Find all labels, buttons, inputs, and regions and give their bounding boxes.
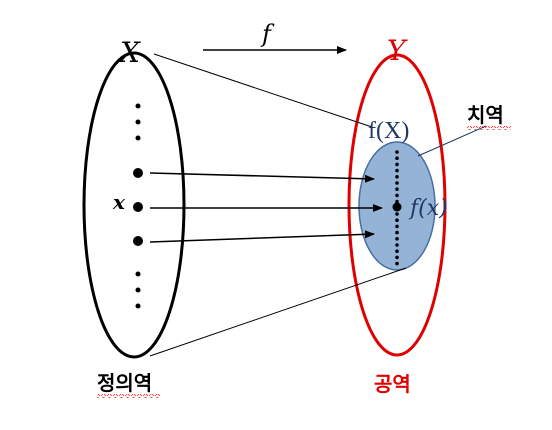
image-element-label: f(x)	[408, 196, 448, 221]
range-dot	[395, 212, 399, 216]
domain-ellipsis-dot	[135, 103, 141, 109]
range-callout-line	[417, 125, 487, 157]
domain-element-dot	[133, 236, 143, 246]
range-dot	[395, 193, 399, 198]
range-dot	[395, 230, 399, 235]
range-dot	[395, 162, 399, 167]
range-dot	[395, 175, 399, 179]
range-dot	[395, 243, 399, 247]
mapping-arrow	[149, 230, 375, 243]
range-dot	[395, 261, 399, 266]
codomain-name-label: 공역	[374, 372, 411, 396]
mapping-line-bottom	[149, 267, 407, 357]
range-dot	[395, 187, 399, 191]
domain-element-dot	[133, 168, 143, 178]
domain-element-x-dot	[133, 202, 143, 212]
domain-ellipsis-dot	[135, 271, 141, 277]
domain-ellipsis-dot	[135, 303, 141, 309]
range-dot	[395, 237, 399, 241]
domain-name-label: 정의역	[97, 371, 152, 395]
codomain-ellipse	[347, 53, 447, 357]
range-dot	[395, 224, 399, 229]
range-dot	[395, 249, 399, 253]
domain-ellipsis-dot	[135, 119, 141, 125]
mapping-line-top	[153, 53, 373, 128]
range-dot	[395, 156, 399, 160]
spellcheck-underline	[97, 394, 161, 398]
range-name-label: 치역	[467, 103, 504, 127]
spellcheck-underline	[467, 126, 511, 130]
codomain-set-label: Y	[387, 34, 408, 67]
domain-ellipse	[82, 51, 186, 359]
range-dot	[395, 181, 399, 185]
domain-ellipsis-dot	[135, 287, 141, 293]
range-dot	[395, 199, 399, 204]
image-element-dot	[392, 202, 402, 212]
image-set-label: f(X)	[368, 118, 409, 144]
domain-ellipsis-dot	[135, 135, 141, 141]
domain-set-label: X	[118, 36, 141, 69]
mapping-arrow	[149, 172, 375, 183]
element-x-label: x	[112, 190, 126, 214]
range-dot-column	[395, 150, 399, 266]
range-dot	[395, 168, 399, 173]
range-dot	[395, 218, 399, 222]
range-dot	[395, 255, 399, 260]
range-dot	[395, 150, 399, 154]
function-label: f	[260, 20, 275, 48]
